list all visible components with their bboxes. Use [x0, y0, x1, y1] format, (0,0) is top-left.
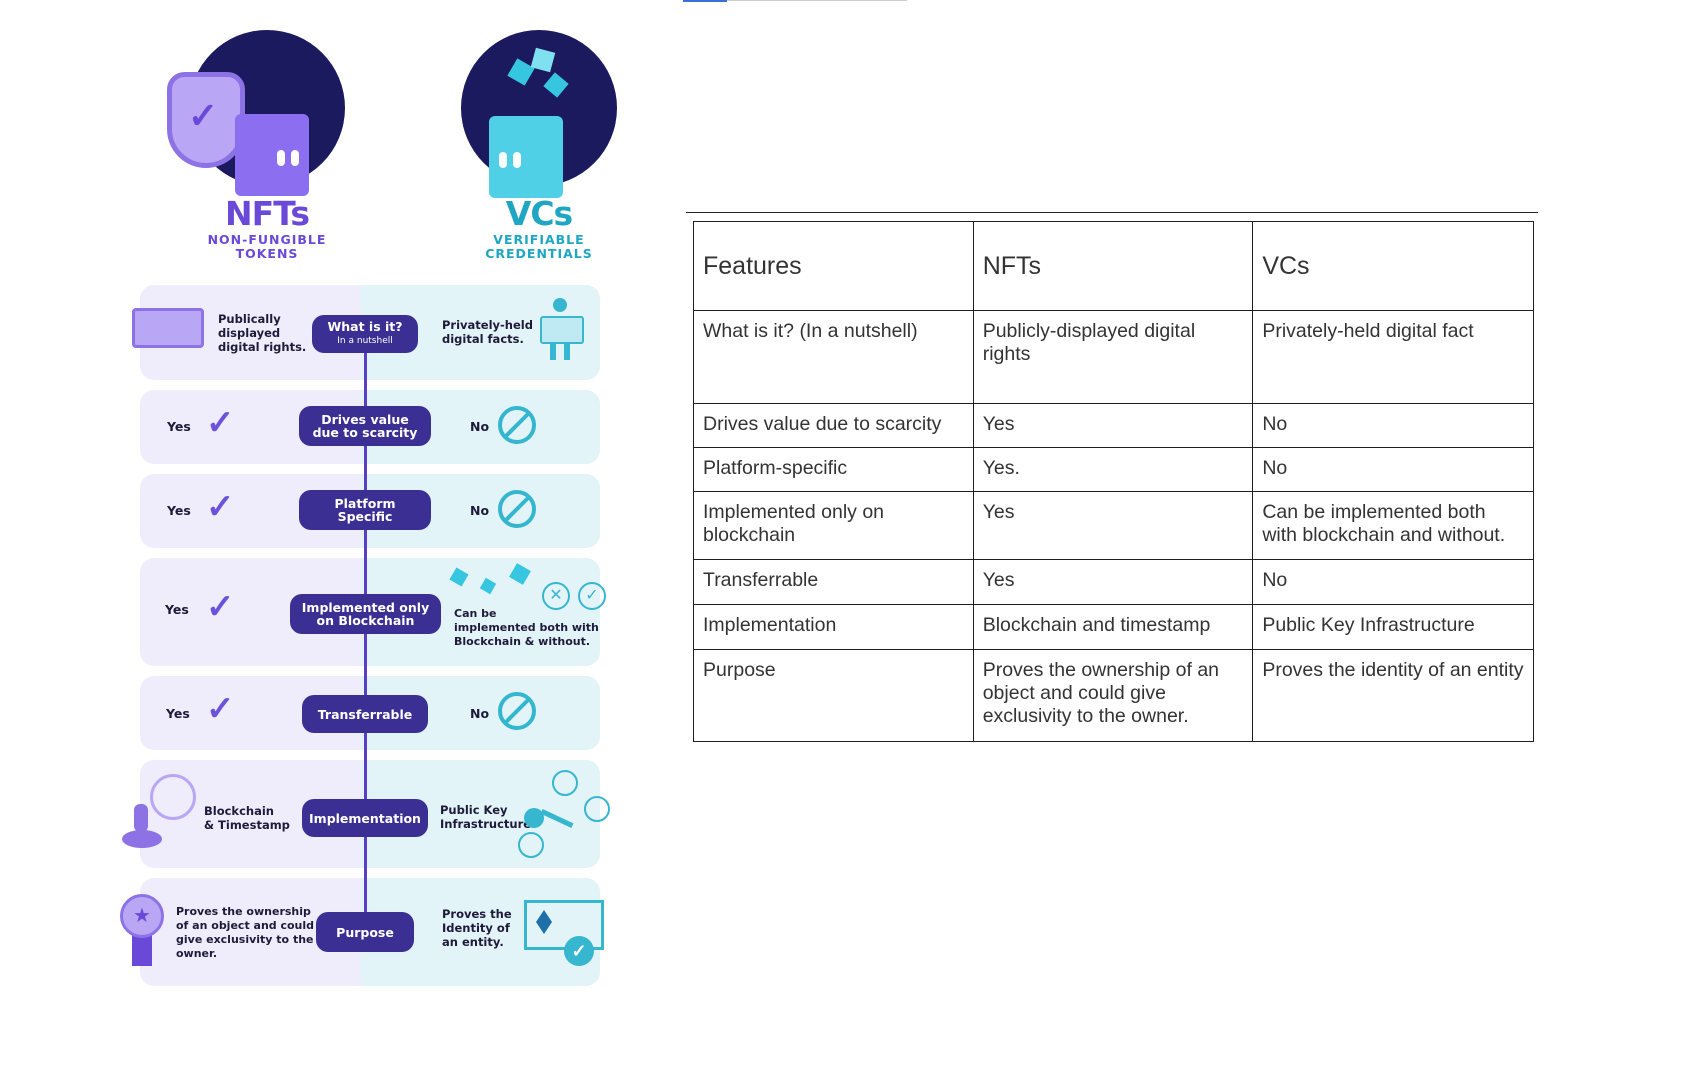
nft-blockchain-value: Yes — [165, 602, 189, 617]
vc-implementation-text: Public Key Infrastructure — [440, 803, 532, 831]
vc-title: VCs — [505, 194, 573, 233]
table-cell: Purpose — [693, 649, 974, 742]
vc-platform-value: No — [470, 503, 490, 518]
table-row: What is it? (In a nutshell) Publicly-dis… — [693, 310, 1534, 404]
award-badge-icon: ★ — [120, 894, 166, 966]
pill-scarcity: Drives value due to scarcity — [299, 406, 431, 446]
nft-column-header: ✓ NFTs NON-FUNGIBLE TOKENS — [167, 30, 367, 261]
vc-subtitle: VERIFIABLE CREDENTIALS — [485, 232, 593, 261]
nft-implementation-text: Blockchain & Timestamp — [204, 804, 290, 832]
vc-column-header: VCs VERIFIABLE CREDENTIALS — [439, 30, 639, 261]
cube-character-icon — [235, 114, 309, 196]
table-row: Implementation Blockchain and timestamp … — [693, 604, 1534, 650]
table-cell: Yes — [972, 403, 1254, 448]
nft-logo: ✓ — [167, 30, 345, 196]
nft-platform-value: Yes — [167, 503, 191, 518]
table-cell: No — [1252, 559, 1534, 605]
nft-title: NFTs — [225, 194, 310, 233]
table-cell: Drives value due to scarcity — [693, 403, 974, 448]
table-cell: Publicly-displayed digital rights — [972, 310, 1254, 404]
table-cell: Yes. — [972, 447, 1254, 492]
person-holding-card-icon — [538, 298, 584, 360]
table-cell: Public Key Infrastructure — [1252, 604, 1534, 650]
check-icon: ✓ — [206, 690, 235, 728]
table-cell: Privately-held digital fact — [1252, 310, 1534, 404]
prohibited-icon — [498, 406, 536, 444]
hexagon-cluster-icon — [507, 47, 571, 100]
pill-what-label: What is it? — [327, 319, 403, 334]
check-circle-icon: ✓ — [578, 582, 606, 610]
pill-purpose: Purpose — [316, 912, 414, 952]
table-header-row: Features NFTs VCs — [693, 221, 1534, 311]
pill-what-is-it: What is it? In a nutshell — [312, 315, 418, 353]
nft-what-text: Publically displayed digital rights. — [218, 312, 307, 354]
header-nfts: NFTs — [972, 221, 1254, 311]
top-accent-bar — [683, 0, 727, 2]
table-cell: Yes — [972, 559, 1254, 605]
table-row: Platform-specific Yes. No — [693, 447, 1534, 492]
table-cell: Platform-specific — [693, 447, 974, 492]
vc-purpose-text: Proves the Identity of an entity. — [442, 907, 512, 949]
cross-circle-icon: ✕ — [542, 582, 570, 610]
comparison-table: Features NFTs VCs What is it? (In a nuts… — [693, 221, 1534, 742]
nft-transfer-value: Yes — [166, 706, 190, 721]
vc-what-text: Privately-held digital facts. — [442, 318, 533, 346]
table-cell: Yes — [972, 491, 1254, 560]
table-row: Implemented only on blockchain Yes Can b… — [693, 491, 1534, 560]
table-cell: Proves the ownership of an object and co… — [972, 649, 1254, 742]
table-row: Purpose Proves the ownership of an objec… — [693, 649, 1534, 742]
header-vcs: VCs — [1252, 221, 1534, 311]
vc-scarcity-value: No — [470, 419, 490, 434]
pill-what-sublabel: In a nutshell — [337, 336, 393, 346]
pill-implementation: Implementation — [302, 799, 428, 837]
table-cell: Proves the identity of an entity — [1252, 649, 1534, 742]
vc-logo — [461, 30, 617, 198]
key-users-icon — [514, 770, 610, 858]
table-cell: No — [1252, 403, 1534, 448]
pill-platform: Platform Specific — [299, 490, 431, 530]
shield-check-icon: ✓ — [167, 72, 245, 168]
vc-transfer-value: No — [470, 706, 490, 721]
nft-purpose-text: Proves the ownership of an object and co… — [176, 905, 315, 960]
header-features: Features — [693, 221, 974, 311]
table-cell: Transferrable — [693, 559, 974, 605]
top-accent-line — [727, 0, 907, 1]
nft-vs-vc-infographic: ✓ NFTs NON-FUNGIBLE TOKENS VCs VERIFIABL… — [110, 0, 670, 1076]
ethereum-certificate-icon: ✓ — [524, 900, 606, 966]
stamp-clock-icon — [110, 768, 196, 860]
table-row: Drives value due to scarcity Yes No — [693, 403, 1534, 448]
table-cell: No — [1252, 447, 1534, 492]
nft-scarcity-value: Yes — [167, 419, 191, 434]
table-cell: Can be implemented both with blockchain … — [1252, 491, 1534, 560]
cube-character-icon — [489, 116, 563, 198]
table-row: Transferrable Yes No — [693, 559, 1534, 605]
pill-transferrable: Transferrable — [302, 695, 428, 733]
pill-blockchain: Implemented only on Blockchain — [290, 594, 441, 634]
prohibited-icon — [498, 490, 536, 528]
table-cell: Blockchain and timestamp — [972, 604, 1254, 650]
horizontal-rule — [686, 212, 1538, 213]
table-cell: Implementation — [693, 604, 974, 650]
billboard-icon — [132, 308, 204, 348]
table-cell: What is it? (In a nutshell) — [693, 310, 974, 404]
nft-subtitle: NON-FUNGIBLE TOKENS — [207, 232, 327, 261]
check-icon: ✓ — [206, 588, 235, 626]
vc-blockchain-text: Can be implemented both with Blockchain … — [454, 607, 599, 648]
blockchain-nodes-icon — [449, 563, 532, 596]
check-icon: ✓ — [206, 488, 235, 526]
table-cell: Implemented only on blockchain — [693, 491, 974, 560]
prohibited-icon — [498, 692, 536, 730]
check-icon: ✓ — [206, 404, 235, 442]
